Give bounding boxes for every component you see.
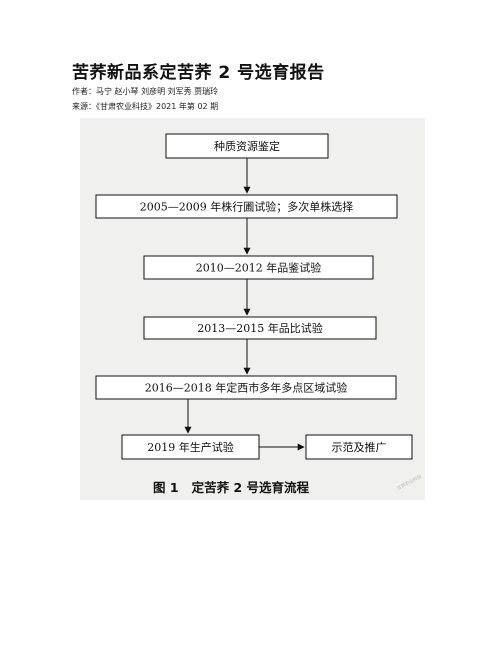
flow-step-demonstration-promotion: 示范及推广: [305, 434, 413, 460]
flow-step-label: 示范及推广: [332, 440, 387, 454]
flow-step-variety-comparison: 2013—2015 年品比试验: [143, 316, 377, 340]
flow-step-germplasm-identification: 种质资源鉴定: [165, 133, 329, 159]
flow-step-label: 2013—2015 年品比试验: [197, 321, 323, 335]
flow-step-label: 2010—2012 年品鉴试验: [196, 261, 322, 275]
flow-step-label: 2005—2009 年株行圃试验；多次单株选择: [140, 200, 353, 214]
watermark-stamp: 甘肃农业科技: [396, 473, 424, 492]
figure-caption: 图 1 定苦荞 2 号选育流程: [153, 480, 310, 495]
flow-step-variety-evaluation: 2010—2012 年品鉴试验: [143, 255, 374, 280]
source-line: 来源：《甘肃农业科技》2021 年第 02 期: [72, 102, 219, 111]
breeding-flowchart-figure: 种质资源鉴定 2005—2009 年株行圃试验；多次单株选择 2010—2012…: [80, 118, 425, 500]
flow-step-plant-row-nursery: 2005—2009 年株行圃试验；多次单株选择: [95, 194, 398, 219]
authors-line: 作者：马宁 赵小琴 刘彦明 刘军秀 贾瑞玲: [72, 87, 219, 96]
document-title: 苦荞新品系定苦荞 2 号选育报告: [72, 63, 325, 83]
flow-step-label: 种质资源鉴定: [214, 139, 280, 153]
flow-step-label: 2016—2018 年定西市多年多点区域试验: [145, 381, 347, 395]
flow-step-label: 2019 年生产试验: [147, 440, 234, 454]
flowchart-svg: 种质资源鉴定 2005—2009 年株行圃试验；多次单株选择 2010—2012…: [95, 133, 424, 495]
flow-step-production-trial: 2019 年生产试验: [121, 434, 260, 460]
flow-step-regional-trial: 2016—2018 年定西市多年多点区域试验: [95, 375, 397, 400]
